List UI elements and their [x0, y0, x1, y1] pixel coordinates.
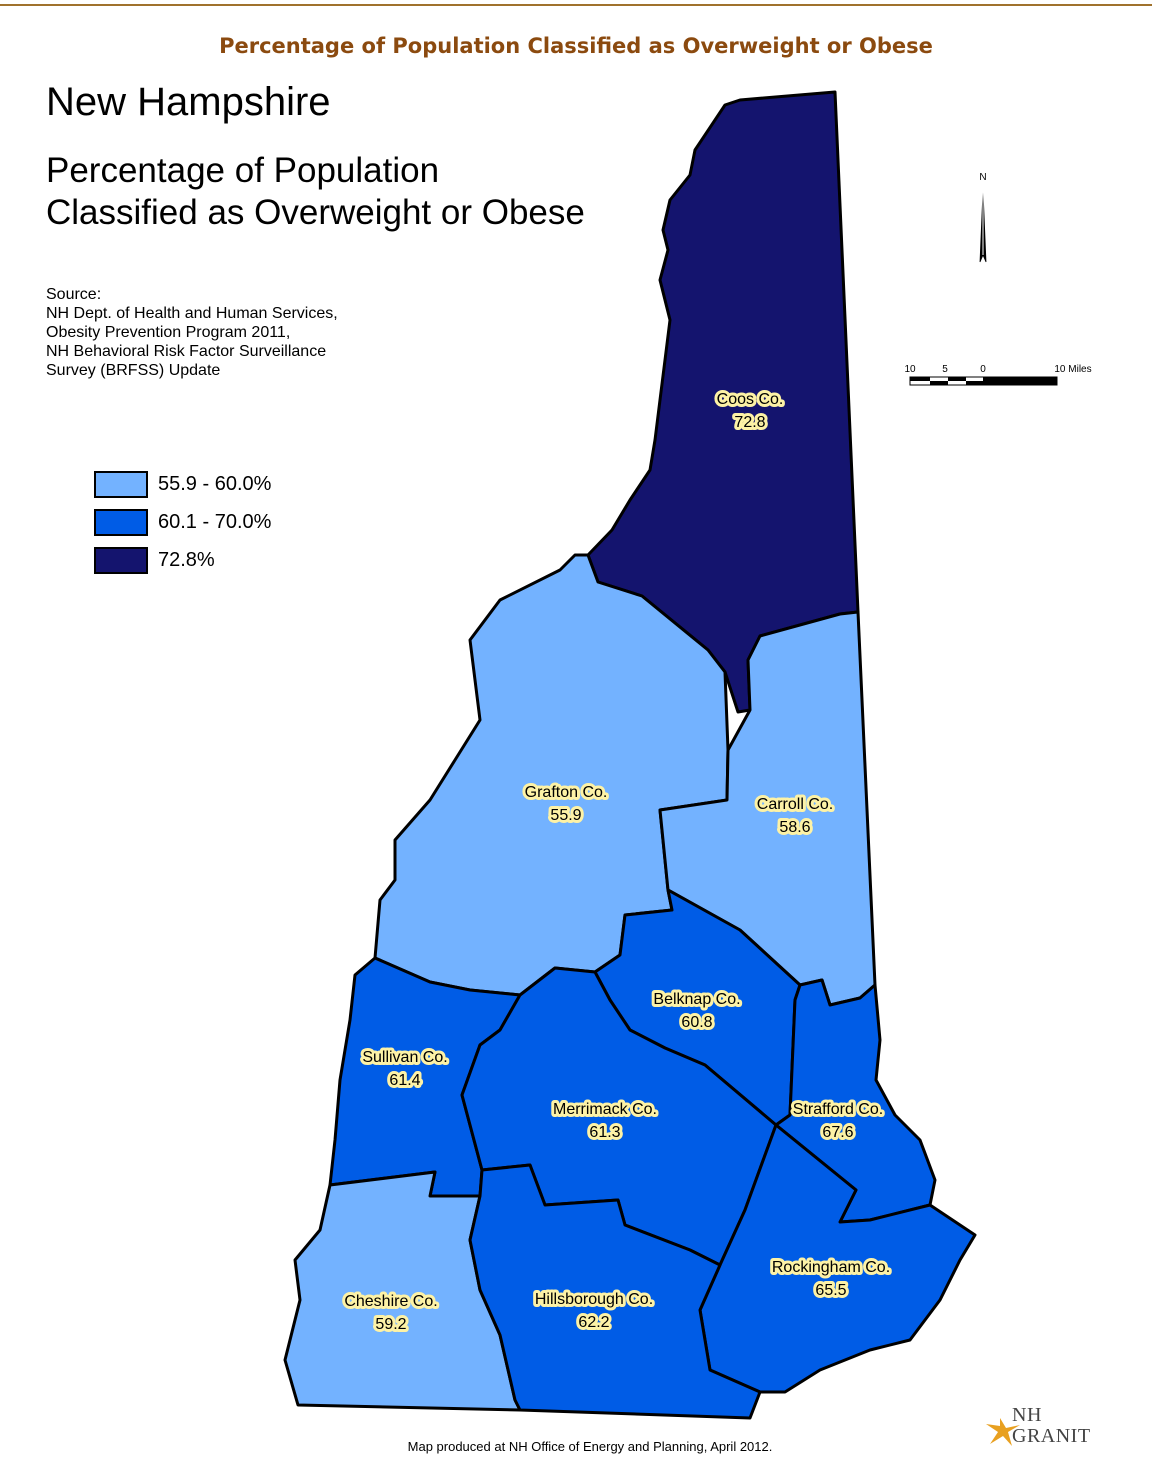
county-value-label: 61.3 — [589, 1124, 620, 1141]
legend-label: 60.1 - 70.0% — [158, 510, 272, 533]
county-name-label: Sullivan Co. — [362, 1049, 447, 1066]
map-title-line2: Classified as Overweight or Obese — [46, 193, 585, 232]
scale-tick-label: 5 — [942, 364, 948, 375]
county-value-label: 62.2 — [578, 1314, 609, 1331]
county-name-label: Hillsborough Co. — [535, 1291, 653, 1308]
county-name-label: Coos Co. — [717, 391, 784, 408]
source-line: Obesity Prevention Program 2011, — [46, 324, 291, 341]
county-value-label: 60.8 — [681, 1014, 712, 1031]
county-value-label: 61.4 — [389, 1072, 420, 1089]
legend-item: 60.1 - 70.0% — [94, 503, 271, 541]
scale-bar: 10 5 0 10 Miles — [904, 364, 1092, 386]
county-value-label: 55.9 — [550, 807, 581, 824]
source-line: Survey (BRFSS) Update — [46, 362, 221, 379]
map-title-line1: Percentage of Population — [46, 151, 440, 190]
county-value-label: 65.5 — [815, 1282, 846, 1299]
county-name-label: Carroll Co. — [757, 796, 833, 813]
scale-tick-label: 10 — [904, 364, 916, 375]
county-value-label: 72.8 — [734, 414, 765, 431]
legend-item: 72.8% — [94, 541, 271, 579]
scale-tick-label: 0 — [980, 364, 986, 375]
state-title: New Hampshire — [46, 80, 331, 124]
scale-tick-label: 10 Miles — [1054, 364, 1091, 375]
north-arrow-icon: N — [979, 172, 987, 263]
source-line: NH Behavioral Risk Factor Surveillance — [46, 343, 327, 360]
county-name-label: Grafton Co. — [525, 784, 608, 801]
legend-swatch — [94, 508, 148, 536]
county-value-label: 67.6 — [822, 1124, 853, 1141]
county-value-label: 59.2 — [375, 1316, 406, 1333]
county-name-label: Merrimack Co. — [553, 1101, 657, 1118]
county-strafford[interactable] — [774, 978, 937, 1224]
legend-swatch — [94, 546, 148, 574]
logo-line1: NH — [1012, 1404, 1042, 1426]
county-name-label: Rockingham Co. — [772, 1259, 890, 1276]
logo-line2: GRANIT — [1012, 1425, 1091, 1447]
county-hillsborough[interactable] — [468, 1163, 762, 1420]
granit-logo-icon — [986, 1418, 1020, 1446]
footer-credit: Map produced at NH Office of Energy and … — [407, 1439, 773, 1454]
county-value-label: 58.6 — [779, 819, 810, 836]
legend-label: 72.8% — [158, 548, 215, 571]
north-arrow-label: N — [979, 172, 986, 183]
county-name-label: Strafford Co. — [793, 1101, 883, 1118]
legend-label: 55.9 - 60.0% — [158, 472, 272, 495]
legend: 55.9 - 60.0% 60.1 - 70.0% 72.8% — [94, 465, 271, 579]
legend-swatch — [94, 470, 148, 498]
top-rule — [0, 4, 1152, 6]
source-note: Source: NH Dept. of Health and Human Ser… — [46, 285, 338, 380]
source-heading: Source: — [46, 286, 102, 303]
legend-item: 55.9 - 60.0% — [94, 465, 271, 503]
source-line: NH Dept. of Health and Human Services, — [46, 305, 338, 322]
banner-title: Percentage of Population Classified as O… — [219, 34, 933, 58]
county-name-label: Cheshire Co. — [344, 1293, 437, 1310]
county-name-label: Belknap Co. — [653, 991, 740, 1008]
map-title: Percentage of Population Classified as O… — [46, 150, 585, 234]
